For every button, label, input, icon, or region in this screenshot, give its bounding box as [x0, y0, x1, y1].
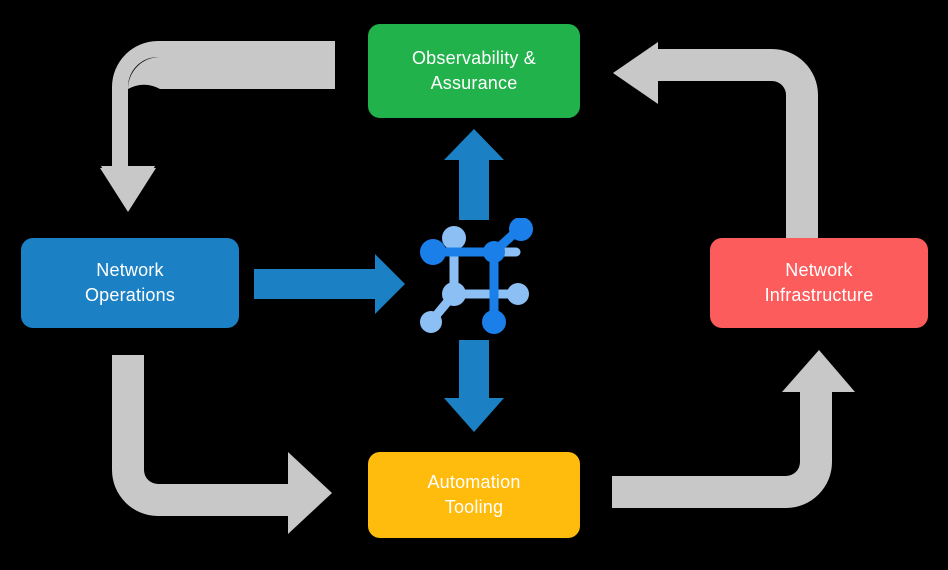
gray-arrow-observability-to-operations-body [101, 41, 335, 211]
blue-arrow-center-to-observability [444, 129, 504, 220]
network-topology-icon [418, 217, 538, 338]
node-network-operations[interactable]: Network Operations [21, 238, 239, 328]
blue-arrow-center-to-automation [444, 340, 504, 432]
node-automation-tooling[interactable]: Automation Tooling [368, 452, 580, 538]
network-icon-dark-branch [420, 217, 533, 334]
gray-arrow-infrastructure-to-observability [613, 42, 818, 240]
gray-arrow-automation-to-infrastructure [612, 350, 855, 508]
node-observability-assurance[interactable]: Observability & Assurance [368, 24, 580, 118]
blue-arrow-operations-to-center [254, 254, 405, 314]
node-network-infrastructure[interactable]: Network Infrastructure [710, 238, 928, 328]
gray-arrow-operations-to-automation [112, 355, 332, 534]
